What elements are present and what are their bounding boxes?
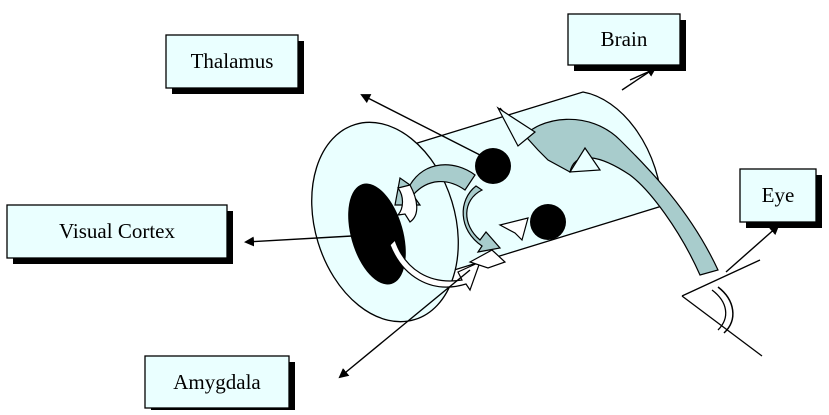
arrow-to-eye [726,226,778,272]
brain-label: Brain [568,14,680,65]
thalamus-dot [475,148,511,184]
thalamus-label: Thalamus [166,35,298,88]
eye-icon [682,260,762,356]
amygdala-label-text: Amygdala [173,370,260,395]
visual-cortex-label: Visual Cortex [7,205,227,258]
brain-label-text: Brain [601,27,648,52]
amygdala-label: Amygdala [145,356,289,408]
amygdala-dot [530,204,566,240]
thalamus-label-text: Thalamus [191,49,274,74]
eye-label: Eye [740,169,816,222]
arrow-to-brain [622,68,655,90]
visual-cortex-label-text: Visual Cortex [59,219,175,244]
eye-label-text: Eye [762,183,795,208]
